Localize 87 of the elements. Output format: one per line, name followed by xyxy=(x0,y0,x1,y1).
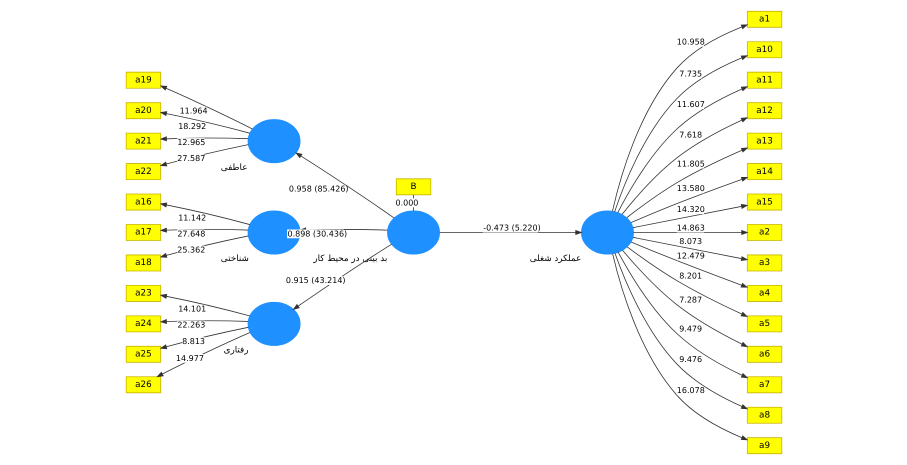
node-box: a25 xyxy=(125,346,161,363)
arrow xyxy=(614,55,748,212)
arrow xyxy=(159,318,248,324)
edge-label: 14.863 xyxy=(676,223,704,232)
edge-label: 10.958 xyxy=(676,38,704,47)
arrow xyxy=(612,24,748,212)
node-box: a20 xyxy=(125,102,161,120)
arrow xyxy=(159,111,250,134)
node-box: a14 xyxy=(746,163,782,180)
node-box: a24 xyxy=(125,315,161,332)
node-box: a21 xyxy=(125,132,161,150)
edge-label: 14.977 xyxy=(175,354,204,363)
node-box: a19 xyxy=(125,72,161,89)
connector xyxy=(412,194,414,212)
node-box: a22 xyxy=(125,163,161,180)
arrow xyxy=(438,230,582,236)
arrow xyxy=(630,242,748,288)
edge-label: 11.964 xyxy=(179,106,208,116)
node-ellipse xyxy=(386,210,440,255)
arrow xyxy=(159,228,248,233)
arrow xyxy=(294,152,394,218)
edge-label: 12.479 xyxy=(676,252,704,261)
node-box: a4 xyxy=(746,285,782,302)
node-box: a17 xyxy=(125,224,161,241)
edge-label: 27.587 xyxy=(176,154,205,164)
edge-label: -0.473 (5.220) xyxy=(482,223,540,232)
node-ellipse xyxy=(580,210,634,255)
node-label: رفتاری xyxy=(223,346,248,356)
edge-label: 27.648 xyxy=(176,229,205,238)
arrow xyxy=(159,326,248,350)
node-box: a26 xyxy=(125,376,161,394)
node-box: a7 xyxy=(746,376,782,394)
arrow xyxy=(626,246,748,317)
edge-label: 0.898 (30.436) xyxy=(286,229,347,238)
node-box: a9 xyxy=(746,437,782,454)
edge-label: 7.618 xyxy=(678,130,702,140)
edge-label: 8.813 xyxy=(182,336,205,346)
arrow xyxy=(630,177,748,224)
node-box: a5 xyxy=(746,315,782,332)
node-box: a8 xyxy=(746,406,782,424)
arrow xyxy=(159,294,250,316)
node-box: a15 xyxy=(746,194,782,210)
edge-label: 0.915 (43.214) xyxy=(285,276,346,285)
edge-label: 9.476 xyxy=(678,354,702,364)
edge-label: 22.263 xyxy=(176,320,205,330)
node-box: a16 xyxy=(125,194,161,210)
node-box: a2 xyxy=(746,224,782,241)
edge-label: 18.292 xyxy=(178,122,206,131)
node-ellipse xyxy=(247,119,300,164)
arrow xyxy=(612,253,748,440)
node-box: a6 xyxy=(746,346,782,363)
arrow xyxy=(616,86,748,213)
edge-label: 0.000 xyxy=(394,198,418,208)
edge-label: 14.320 xyxy=(676,205,704,214)
arrow xyxy=(159,86,252,130)
edge-label: 12.965 xyxy=(176,138,205,147)
node-label: شناختی xyxy=(220,254,248,264)
node-box: a1 xyxy=(746,10,782,28)
node-box: a23 xyxy=(125,285,161,302)
node-label: عاطفی xyxy=(220,162,247,173)
edge-label: 25.362 xyxy=(176,246,205,255)
node-box: B xyxy=(395,178,431,196)
edge-label: 8.073 xyxy=(678,237,702,246)
edge-label: 14.101 xyxy=(178,304,206,314)
node-label: عملکرد شغلی xyxy=(529,254,581,264)
node-box: a10 xyxy=(746,41,782,58)
node-box: a11 xyxy=(746,72,782,89)
node-box: a12 xyxy=(746,102,782,120)
node-box: a18 xyxy=(125,254,161,272)
node-box: a13 xyxy=(746,132,782,150)
arrow xyxy=(159,144,248,166)
arrow xyxy=(632,230,748,236)
arrow xyxy=(159,236,248,258)
edge-label: 11.805 xyxy=(676,159,704,168)
arrow xyxy=(159,202,250,225)
edge-label: 11.142 xyxy=(178,213,206,222)
edge-label: 11.607 xyxy=(676,100,704,110)
edge-label: 0.958 (85.426) xyxy=(288,184,348,194)
arrow xyxy=(292,244,392,310)
edge-label: 7.287 xyxy=(678,296,702,305)
edge-label: 7.735 xyxy=(678,70,702,79)
arrow xyxy=(626,147,748,218)
node-box: a3 xyxy=(746,254,782,272)
edge-label: 13.580 xyxy=(676,184,704,194)
edge-label: 8.201 xyxy=(678,272,702,281)
edge-label: 16.078 xyxy=(676,386,704,396)
edge-label: 9.479 xyxy=(678,324,702,334)
